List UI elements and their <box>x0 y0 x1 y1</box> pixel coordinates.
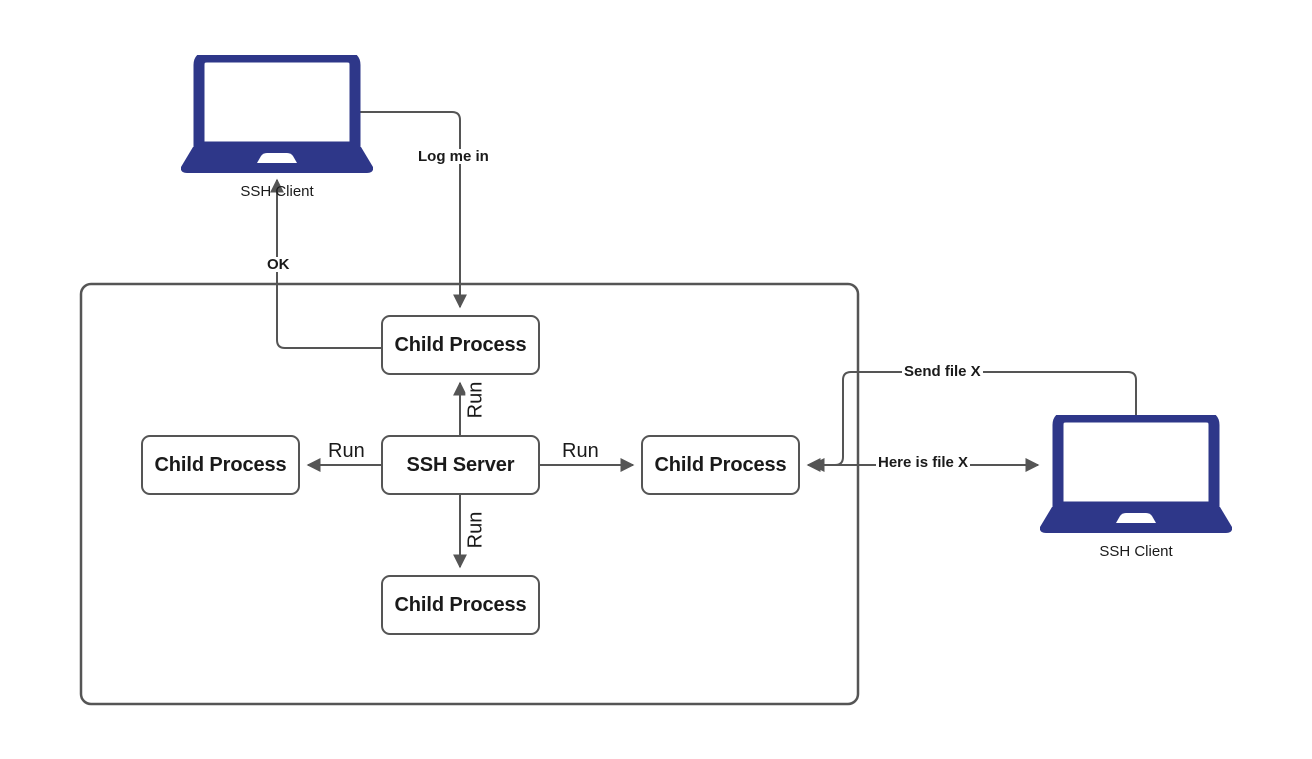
edge-label-here-is-file-x: Here is file X <box>876 454 971 471</box>
ssh-client-right-laptop-icon <box>1039 411 1233 535</box>
edge-log-me-in <box>355 111 467 309</box>
edge-label-run-left: Run <box>326 440 367 462</box>
node-child-process-right[interactable]: Child Process <box>641 435 800 495</box>
edge-label-ok: OK <box>265 256 292 273</box>
ssh-client-left-label: SSH Client <box>240 183 314 200</box>
node-child-process-top[interactable]: Child Process <box>381 315 540 375</box>
node-child-process-bottom[interactable]: Child Process <box>381 575 540 635</box>
node-child-process-left[interactable]: Child Process <box>141 435 300 495</box>
edge-label-send-file-x: Send file X <box>902 363 983 380</box>
node-ssh-server[interactable]: SSH Server <box>381 435 540 495</box>
edge-label-run-up: Run <box>464 379 487 421</box>
ssh-client-right-label: SSH Client <box>1099 543 1173 560</box>
edge-label-run-down: Run <box>464 509 487 551</box>
edge-label-log-me-in: Log me in <box>416 148 491 165</box>
edge-label-run-right: Run <box>560 440 601 462</box>
edge-ok <box>270 178 381 349</box>
ssh-client-left-laptop-icon <box>180 51 374 175</box>
ssh-server-host-boundary <box>79 282 860 706</box>
